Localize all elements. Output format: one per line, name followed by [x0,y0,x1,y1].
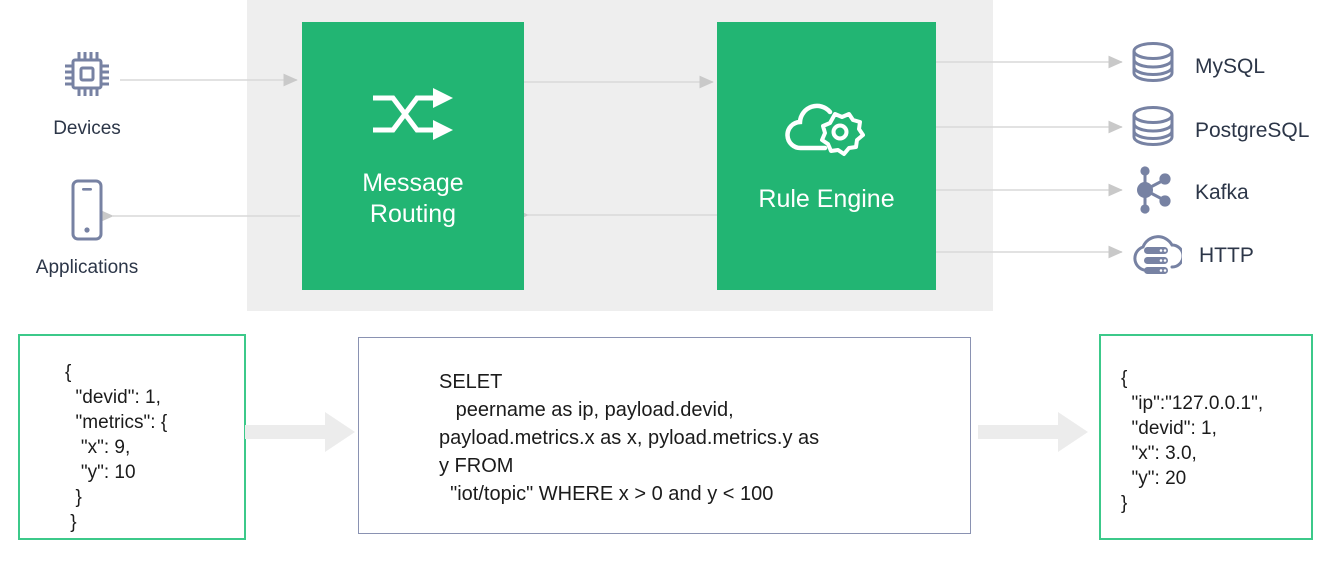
input-json-payload: { "devid": 1, "metrics": { "x": 9, "y": … [18,334,246,540]
sink-postgresql[interactable]: PostgreSQL [1128,103,1309,158]
sink-postgresql-label: PostgreSQL [1195,118,1310,142]
sink-mysql-label: MySQL [1195,54,1266,78]
sink-http-label: HTTP [1199,243,1254,267]
flow-arrow-input-to-sql [245,412,355,457]
source-applications: Applications [22,178,152,279]
sink-http[interactable]: HTTP [1128,228,1254,283]
process-rule-engine[interactable]: Rule Engine [717,22,936,290]
database-icon [1128,39,1178,94]
cloud-gear-icon [783,98,871,168]
database-icon [1128,103,1178,158]
connector-wires [99,55,1123,259]
rule-sql-statement: SELET peername as ip, payload.devid, pay… [358,337,971,534]
output-json-payload: { "ip":"127.0.0.1", "devid": 1, "x": 3.0… [1099,334,1313,540]
cloud-server-icon [1128,228,1185,283]
process-message-routing-label: Message Routing [362,169,464,228]
shuffle-arrows-icon [369,82,457,152]
sink-mysql[interactable]: MySQL [1128,39,1265,94]
sink-kafka-label: Kafka [1195,180,1249,204]
source-applications-label: Applications [35,257,139,278]
chip-icon [24,43,150,110]
flow-arrow-sql-to-output [978,412,1088,457]
network-nodes-icon [1128,165,1178,220]
source-devices: Devices [24,43,150,140]
process-rule-engine-label: Rule Engine [758,184,895,213]
smartphone-icon [22,178,152,249]
process-message-routing[interactable]: Message Routing [302,22,524,290]
sink-kafka[interactable]: Kafka [1128,165,1249,220]
source-devices-label: Devices [53,118,121,139]
